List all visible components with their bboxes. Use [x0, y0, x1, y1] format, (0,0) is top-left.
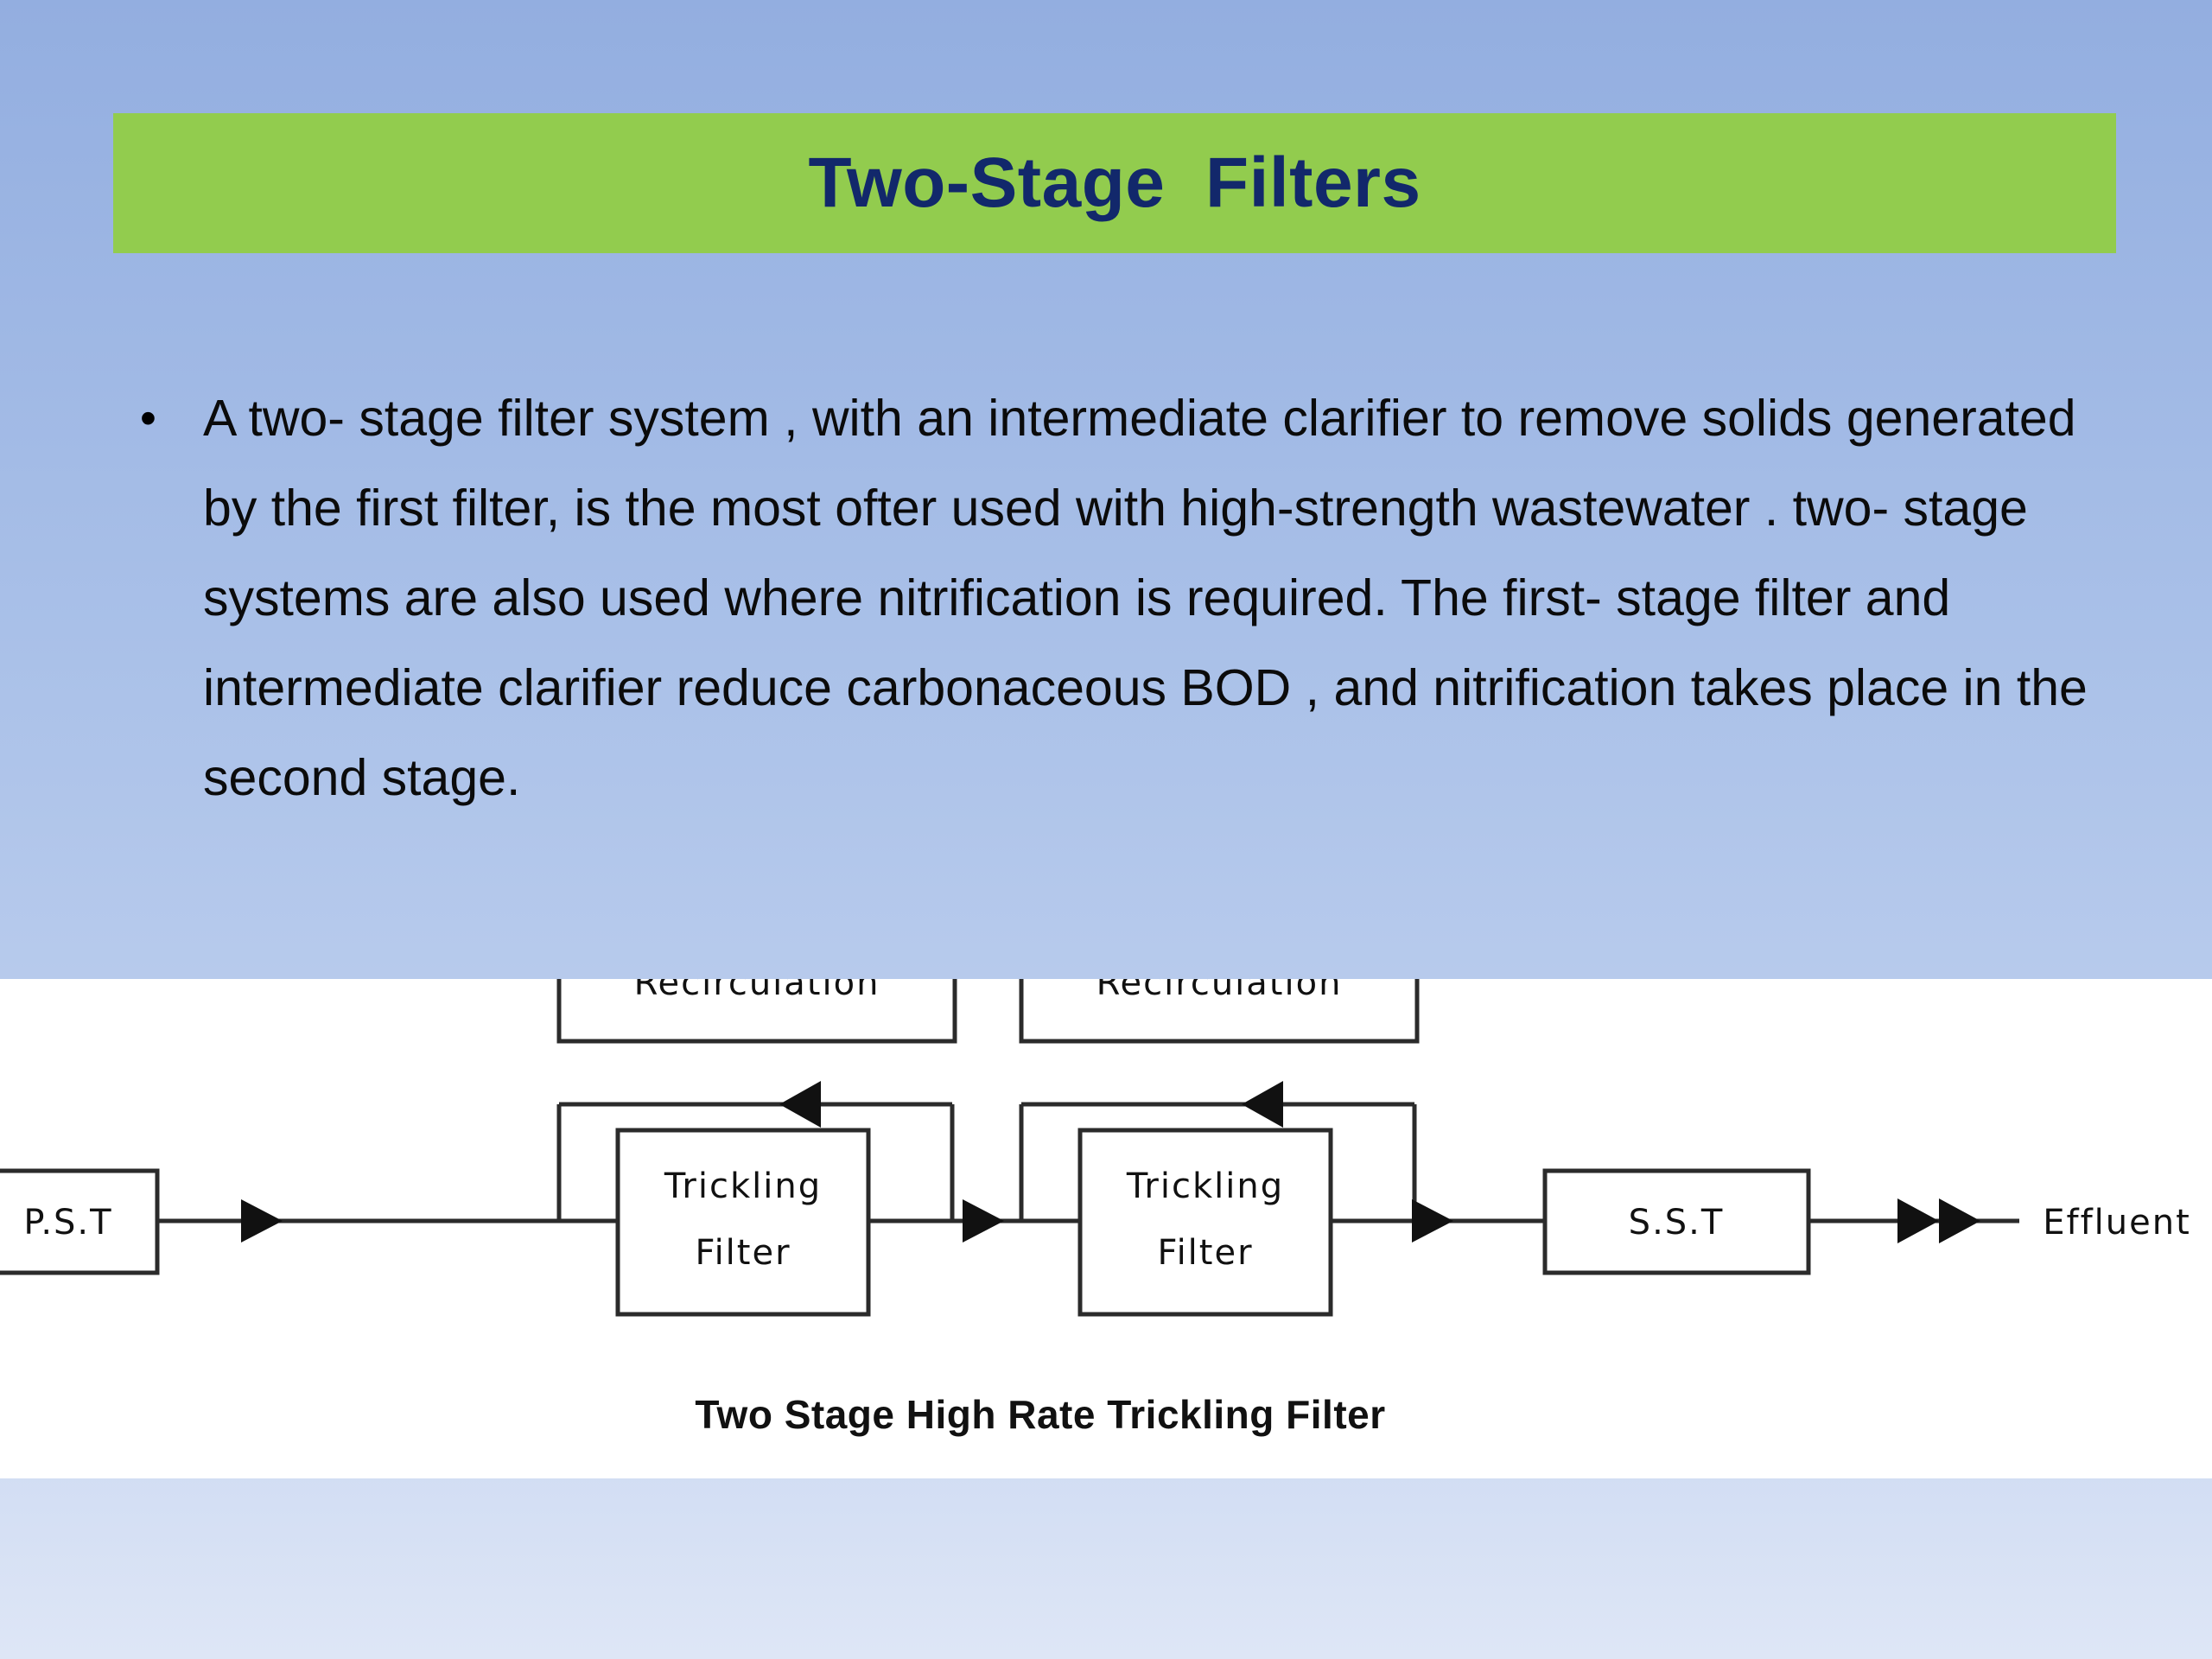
trickling-filter-1-box: [615, 1128, 871, 1317]
process-flow-diagram: Recirculation Recirculation P.S.T Trickl…: [0, 979, 2191, 1437]
sst-label: S.S.T: [1629, 1203, 1725, 1243]
recirculation-2-label: Recirculation: [1096, 979, 1343, 1003]
effluent-label: Effluent: [2043, 1203, 2191, 1243]
trickling-filter-1-label-line1: Trickling: [664, 1166, 822, 1206]
diagram-panel: Recirculation Recirculation P.S.T Trickl…: [0, 979, 2212, 1478]
trickling-filter-2-label-line2: Filter: [1157, 1233, 1253, 1273]
bullet-list-item: • A two- stage filter system , with an i…: [130, 373, 2134, 823]
effluent-arrowhead-outer-icon: [1939, 1198, 1980, 1243]
diagram-caption: Two Stage High Rate Trickling Filter: [695, 1392, 1385, 1437]
bullet-paragraph-text: A two- stage filter system , with an int…: [203, 390, 2088, 806]
effluent-arrowhead-inner-icon: [1897, 1198, 1939, 1243]
recirculation-2-box: [1019, 979, 1420, 1044]
flow-arrowhead-3-icon: [1412, 1199, 1453, 1243]
pst-box: [0, 1168, 160, 1275]
flow-arrowhead-1-icon: [241, 1199, 283, 1243]
trickling-filter-1-label-line2: Filter: [695, 1233, 791, 1273]
recirc-1-arrowhead-icon: [779, 1081, 821, 1128]
body-content: • A two- stage filter system , with an i…: [130, 373, 2134, 823]
trickling-filter-2-box: [1077, 1128, 1333, 1317]
recirculation-1-box: [556, 979, 957, 1044]
recirc-2-arrowhead-icon: [1242, 1081, 1283, 1128]
flow-arrowhead-2-icon: [963, 1199, 1004, 1243]
trickling-filter-2-label-line1: Trickling: [1126, 1166, 1284, 1206]
bullet-marker-icon: •: [140, 392, 156, 444]
title-banner: Two-Stage Filters: [113, 113, 2116, 253]
page-title: Two-Stage Filters: [808, 143, 1421, 222]
pst-label: P.S.T: [23, 1203, 112, 1243]
recirculation-1-label: Recirculation: [634, 979, 880, 1003]
